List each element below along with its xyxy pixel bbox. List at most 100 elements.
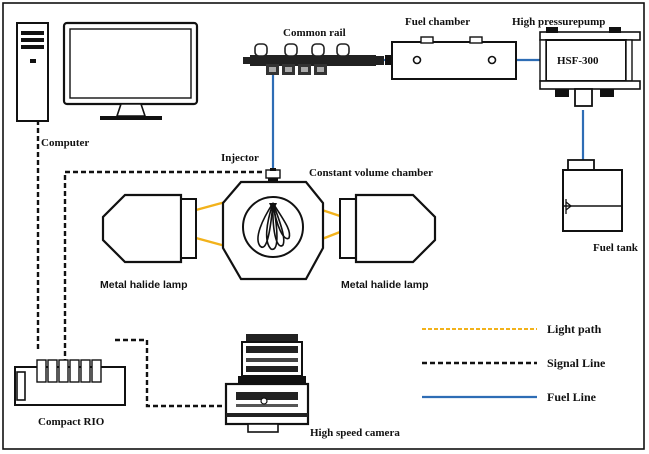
fuel-chamber-bolt <box>412 55 422 65</box>
camera-lens-ring <box>246 346 298 353</box>
lamp-right-label: Metal halide lamp <box>341 279 429 291</box>
rail-port-tip <box>285 67 292 72</box>
compact-rio-module <box>80 359 91 383</box>
tower-button <box>30 59 36 63</box>
pump-side-rod <box>539 39 547 82</box>
fuel-chamber-label: Fuel chamber <box>405 16 470 28</box>
diagram-frame <box>2 2 645 450</box>
camera-screw <box>260 397 268 405</box>
legend-label-signal-line: Signal Line <box>547 356 606 370</box>
lamp-left-label: Metal halide lamp <box>100 279 188 291</box>
spray-plume <box>272 202 291 240</box>
fuel-chamber-bolt <box>487 55 497 65</box>
pump-bottom-nut <box>600 89 614 97</box>
high-speed-camera-label: High speed camera <box>310 427 400 439</box>
common-rail-end-left <box>243 57 252 64</box>
signal-line-rio-to-camera <box>115 338 226 408</box>
injector <box>265 168 281 182</box>
camera-mount-foot <box>247 423 279 433</box>
common-rail: Common rail <box>243 27 384 75</box>
pump-outlet <box>574 88 593 107</box>
rail-port-tip <box>301 67 308 72</box>
monitor-base <box>100 116 162 120</box>
metal-halide-lamp-right: Metal halide lamp <box>339 193 437 291</box>
common-rail-body <box>250 55 376 66</box>
camera-lens-cap <box>246 334 298 342</box>
monitor-screen <box>69 28 192 99</box>
fuel-tank-cap <box>567 159 595 171</box>
compact-rio-module <box>47 359 58 383</box>
pump-bottom-nut <box>555 89 569 97</box>
fuel-tank-label: Fuel tank <box>593 242 639 254</box>
injector-label: Injector <box>221 152 259 164</box>
legend-label-light-path: Light path <box>547 322 602 336</box>
lamp-left-housing <box>101 193 183 264</box>
common-rail-label: Common rail <box>283 27 346 39</box>
fuel-chamber: Fuel chamber <box>385 16 517 80</box>
computer-label: Computer <box>41 137 89 149</box>
tower-drive-bay <box>21 38 44 42</box>
fuel-chamber-inlet <box>385 55 393 65</box>
injector-nozzle <box>268 178 278 182</box>
compact-rio: Compact RIO <box>14 359 126 428</box>
fuel-chamber-cap <box>420 36 434 44</box>
spray-origin <box>269 203 277 212</box>
computer: Computer <box>16 21 199 149</box>
pump-model-label: HSF-300 <box>557 55 599 67</box>
rail-top-port <box>284 43 298 57</box>
spray-plume <box>257 202 274 249</box>
rail-top-port <box>336 43 350 57</box>
constant-volume-chamber-label: Constant volume chamber <box>309 167 433 179</box>
rail-top-port <box>311 43 325 57</box>
fuel-level-gauge-icon <box>565 199 573 214</box>
light-path-right-top <box>321 208 341 218</box>
injector-body <box>265 169 281 179</box>
compact-rio-side-module <box>16 371 26 401</box>
fuel-tank: Fuel tank <box>562 159 639 254</box>
spray-plume <box>265 202 278 251</box>
pump-bottom-plate <box>539 80 641 90</box>
camera-body-band <box>226 413 308 417</box>
compact-rio-module <box>69 359 80 383</box>
camera-body-band <box>236 392 298 400</box>
fuel-chamber-body <box>391 41 517 80</box>
fuel-chamber-cap <box>469 36 483 44</box>
signal-lines <box>36 120 262 408</box>
lamp-left-lens <box>180 198 197 259</box>
pump-top-plate <box>539 31 641 41</box>
legend: Light path Signal Line Fuel Line <box>422 322 606 404</box>
lamp-right-lens <box>339 198 357 259</box>
compact-rio-module <box>58 359 69 383</box>
constant-volume-chamber-group: Injector Constant volume chamber <box>221 152 433 281</box>
tower-drive-bay <box>21 45 44 49</box>
high-speed-camera: High speed camera <box>224 334 400 439</box>
high-pressure-pump: HSF-300 High pressurepump <box>512 16 641 107</box>
compact-rio-label: Compact RIO <box>38 416 105 428</box>
rail-port-tip <box>317 67 324 72</box>
rail-port-tip <box>269 67 276 72</box>
rail-top-port <box>254 43 268 57</box>
camera-lens-ring <box>246 358 298 362</box>
pump-side-rod <box>625 39 633 82</box>
camera-lens-mount <box>238 376 306 384</box>
common-rail-end-right <box>376 56 384 65</box>
computer-tower <box>16 22 49 122</box>
fuel-spray-plumes <box>257 202 291 251</box>
light-path-right-bottom <box>321 230 341 241</box>
high-pressure-pump-label: High pressurepump <box>512 16 605 28</box>
legend-label-fuel-line: Fuel Line <box>547 390 597 404</box>
tower-drive-bay <box>21 31 44 35</box>
spray-plume <box>272 202 285 247</box>
fuel-tank-body <box>562 169 623 232</box>
injector-top <box>270 168 276 171</box>
camera-lens-ring <box>246 366 298 372</box>
pump-top-nut <box>546 27 558 33</box>
compact-rio-module <box>91 359 102 383</box>
monitor-stand <box>115 103 147 117</box>
pump-top-nut <box>609 27 621 33</box>
lamp-right-housing <box>354 193 437 264</box>
metal-halide-lamp-left: Metal halide lamp <box>100 193 197 291</box>
signal-line-injector-to-rio <box>63 170 262 360</box>
